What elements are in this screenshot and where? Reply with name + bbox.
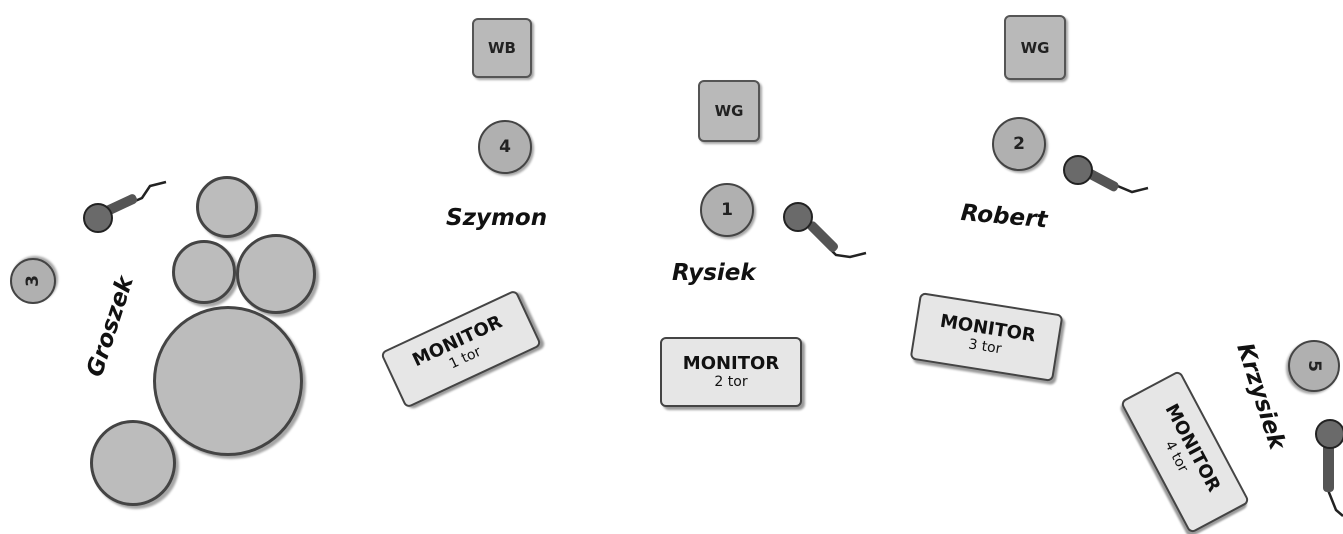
position-marker-2: 2: [992, 117, 1046, 171]
position-marker-5: 5: [1288, 340, 1340, 392]
name-robert: Robert: [959, 200, 1049, 234]
monitor-3-sub: 3 tor: [967, 336, 1003, 358]
drum-tom-right: [236, 234, 316, 314]
drum-floor-tom: [90, 420, 176, 506]
microphone-icon-rysiek: [783, 202, 867, 259]
position-marker-3: 3: [10, 258, 56, 304]
drum-tom-left: [172, 240, 236, 304]
monitor-4: MONITOR 4 tor: [1119, 369, 1251, 534]
amp-wg-right: WG: [1004, 15, 1066, 80]
microphone-icon-krzysiek: [1315, 419, 1343, 517]
name-groszek: Groszek: [82, 273, 139, 381]
monitor-2-sub: 2 tor: [714, 374, 748, 390]
drum-bass: [153, 306, 303, 456]
position-marker-1: 1: [700, 183, 754, 237]
monitor-2-title: MONITOR: [682, 353, 780, 374]
drum-small-top: [196, 176, 258, 238]
monitor-2: MONITOR 2 tor: [660, 337, 802, 407]
monitor-1: MONITOR 1 tor: [379, 289, 543, 409]
amp-wb: WB: [472, 18, 532, 78]
microphone-icon-groszek: [83, 180, 167, 233]
name-rysiek: Rysiek: [672, 260, 756, 286]
monitor-3: MONITOR 3 tor: [909, 292, 1064, 382]
name-szymon: Szymon: [446, 205, 548, 231]
microphone-icon-robert: [1063, 155, 1149, 194]
position-marker-4: 4: [478, 120, 532, 174]
name-krzysiek: Krzysiek: [1231, 340, 1290, 453]
amp-wg-center: WG: [698, 80, 760, 142]
